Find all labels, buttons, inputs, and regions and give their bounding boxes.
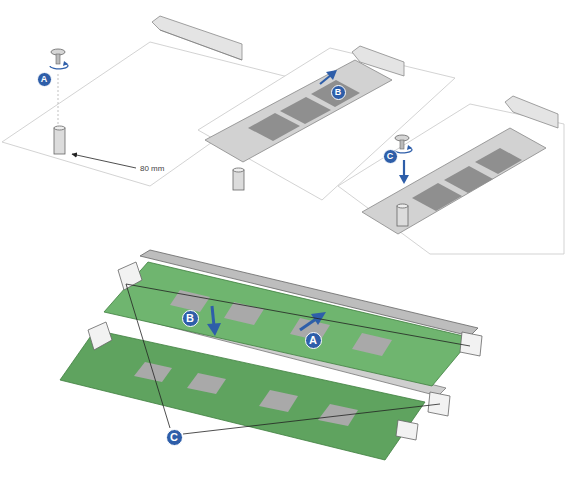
memory-module <box>60 330 425 460</box>
memory-module <box>60 330 425 460</box>
m2-card <box>475 148 522 174</box>
rotation-arrow <box>63 61 68 66</box>
press-arrow <box>207 306 221 336</box>
insert-arrow <box>320 75 331 84</box>
standoff <box>233 170 244 190</box>
memory-module <box>259 390 298 412</box>
guide-line <box>58 74 59 126</box>
retention-clip <box>460 332 482 356</box>
m2-card <box>412 183 462 211</box>
callout-letter: B <box>335 88 342 97</box>
screw-down-arrow <box>399 175 409 184</box>
insert-arrow <box>326 70 337 80</box>
insert-arrow <box>320 70 337 84</box>
rotation-arrow <box>407 145 412 150</box>
board-panel <box>160 30 242 60</box>
callout-circle: B <box>331 85 346 100</box>
screw <box>56 54 60 64</box>
callout-circle: C <box>383 149 398 164</box>
retention-clip <box>88 322 112 350</box>
leader-line <box>183 404 440 434</box>
callout-letter: A <box>41 75 48 84</box>
press-arrow <box>212 306 214 326</box>
dimension-label: 80 mm <box>139 164 165 173</box>
screw <box>51 49 65 64</box>
retention-clip <box>396 420 418 440</box>
m2-card <box>444 166 493 193</box>
screw-down-arrow <box>399 160 409 184</box>
m2-card <box>280 97 331 124</box>
callout-circle: B <box>182 310 199 327</box>
standoff <box>54 128 65 154</box>
leader-line <box>126 284 170 428</box>
insert-arrow <box>300 319 316 330</box>
m2-card <box>362 128 546 234</box>
board-panel <box>152 16 242 60</box>
standoff <box>54 126 65 154</box>
memory-module <box>318 404 358 426</box>
standoff <box>397 204 408 226</box>
memory-module <box>104 262 472 386</box>
m2-card <box>205 60 392 162</box>
memory-socket <box>140 250 478 336</box>
rotation-arrow <box>50 61 68 69</box>
standoff <box>233 168 244 172</box>
screw-down-arrow <box>403 160 405 176</box>
callout-circle: A <box>305 332 322 349</box>
leader-line <box>126 284 470 434</box>
callout-letter: B <box>186 313 194 324</box>
memory-module <box>187 373 226 394</box>
memory-module <box>352 333 392 356</box>
m2-card <box>205 60 392 162</box>
m2-card <box>362 128 546 234</box>
board-panel <box>505 96 558 128</box>
retention-clip <box>118 262 142 290</box>
retention-clip <box>88 262 482 440</box>
memory-module <box>104 262 472 386</box>
standoff <box>233 168 244 190</box>
callout-letter: A <box>309 335 317 346</box>
leader-line <box>126 284 470 346</box>
callout-letter: C <box>170 432 178 443</box>
m2-card <box>311 80 360 107</box>
screw <box>395 135 409 149</box>
board-panel <box>338 104 564 254</box>
insert-arrow <box>300 312 326 330</box>
screw <box>400 140 404 149</box>
standoff <box>54 126 65 130</box>
standoff <box>397 206 408 226</box>
callout-circle: A <box>37 72 52 87</box>
board-panel <box>338 96 564 254</box>
callout-circle: C <box>166 429 183 446</box>
callout-letter: C <box>387 152 394 161</box>
press-arrow <box>207 323 221 336</box>
standoff <box>397 204 408 208</box>
dimension-arrow <box>72 154 136 168</box>
